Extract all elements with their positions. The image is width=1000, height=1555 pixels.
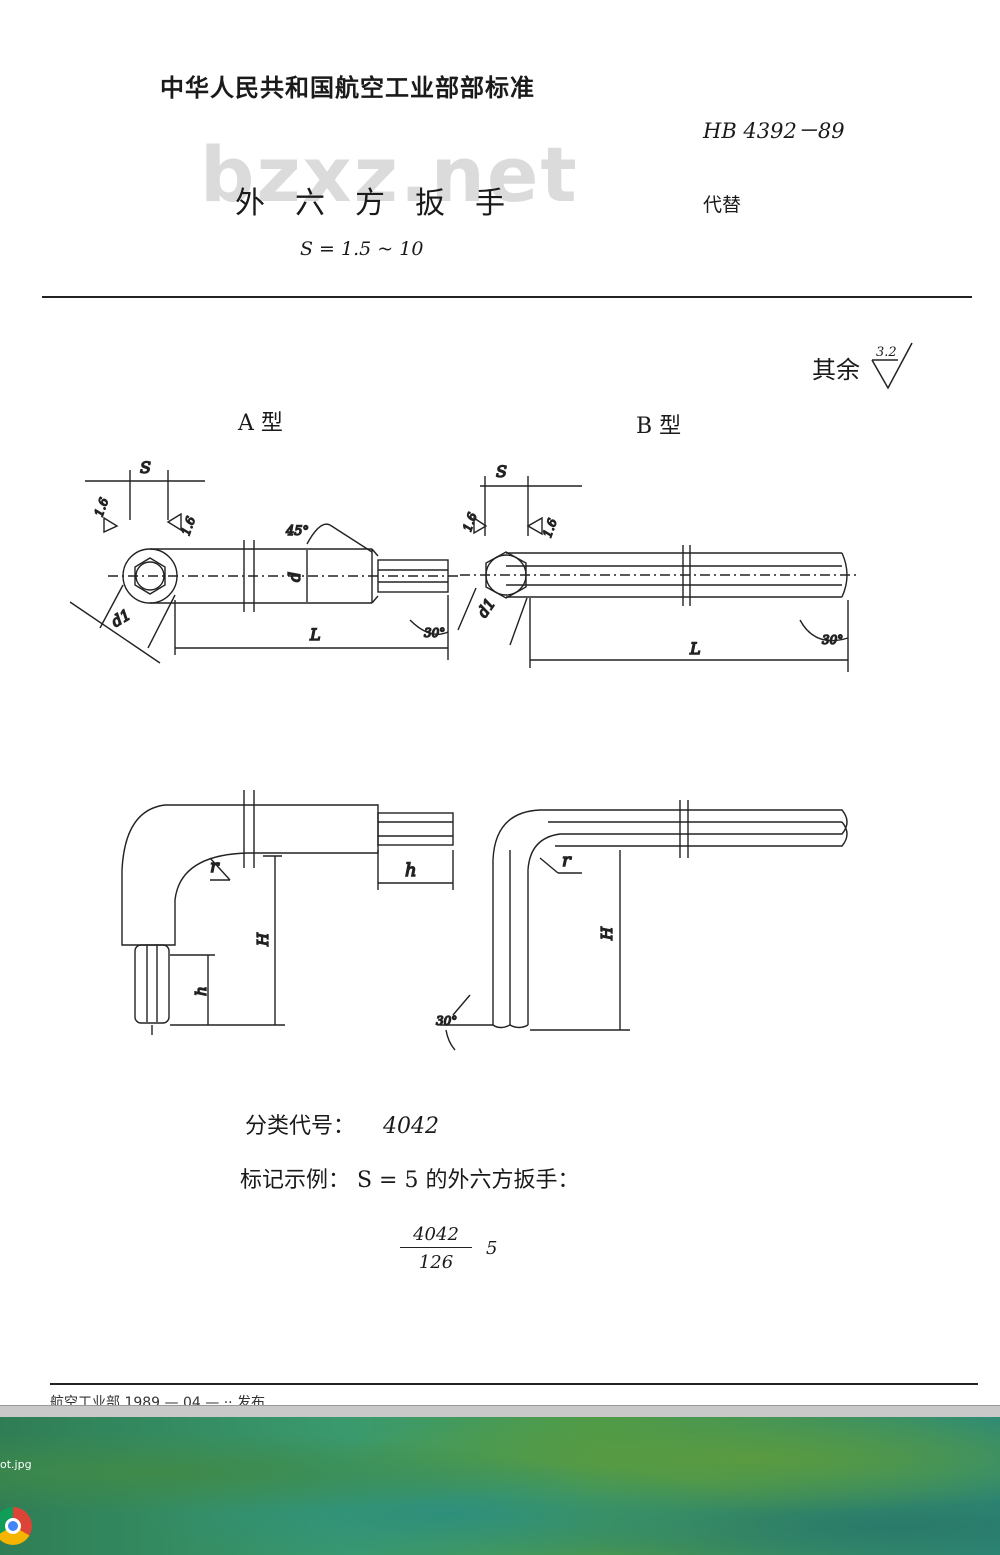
- type-a-top-view: [69, 470, 460, 664]
- type-a-side-view: [121, 790, 454, 1035]
- d1-label-b: d1: [474, 595, 500, 621]
- angle-30-label-a: 30°: [424, 626, 445, 640]
- height-label-b: H: [598, 926, 616, 941]
- marking-fraction: 4042 126: [400, 1224, 472, 1273]
- h-label-a-top: h: [405, 860, 417, 881]
- roughness-label-b2: 1.6: [540, 516, 560, 539]
- desktop-wallpaper: [0, 1417, 1000, 1555]
- s-label-b: S: [496, 462, 507, 481]
- d1-label-a: d1: [108, 606, 134, 631]
- type-b-top-view: [457, 476, 860, 672]
- chrome-icon[interactable]: [0, 1507, 32, 1545]
- document-title: 外六方扳手: [235, 186, 535, 221]
- roughness-symbol: [871, 342, 913, 390]
- surface-rest-label: 其余: [812, 356, 860, 384]
- issuing-organization: 中华人民共和国航空工业部部标准: [160, 74, 535, 102]
- roughness-label-a1: 1.6: [92, 496, 112, 519]
- angle-45-label: 45°: [285, 524, 309, 539]
- l-label-a: L: [309, 625, 321, 644]
- r-label-b: r: [562, 850, 572, 871]
- standard-code: HB 4392－89: [703, 119, 845, 143]
- roughness-label-b1: 1.6: [460, 510, 480, 533]
- marking-example: 标记示例： S = 5 的外六方扳手：: [240, 1168, 580, 1193]
- watermark: bzxz.net: [200, 130, 579, 219]
- marking-denominator: 126: [418, 1252, 454, 1273]
- size-range: S = 1.5 ~ 10: [300, 238, 424, 260]
- technical-drawing: S S 1.6 1.6 1.6 1.6 45° d d1 d1 L L 30° …: [69, 457, 860, 1051]
- classification-value: 4042: [383, 1114, 440, 1139]
- angle-30-label-c: 30°: [436, 1014, 457, 1028]
- surface-rest-value: 3.2: [876, 345, 897, 360]
- window-bottom-strip: [0, 1405, 1000, 1418]
- header-rule: [42, 296, 972, 298]
- h-label-a-side: h: [192, 986, 210, 996]
- classification-row: 分类代号： 4042: [245, 1108, 439, 1140]
- classification-label: 分类代号：: [245, 1114, 356, 1139]
- type-a-label: A 型: [238, 411, 283, 436]
- s-label-a: S: [140, 458, 151, 477]
- height-label-a: H: [254, 932, 272, 947]
- d-label: d: [285, 572, 304, 582]
- l-label-b: L: [689, 639, 701, 658]
- angle-30-label-b: 30°: [822, 633, 843, 647]
- r-label-a: r: [210, 856, 220, 877]
- type-b-side-view: [440, 800, 848, 1051]
- replaces-label: 代替: [703, 194, 742, 216]
- type-b-label: B 型: [636, 414, 682, 439]
- marking-suffix: 5: [486, 1238, 498, 1259]
- footer-rule: [50, 1383, 978, 1385]
- marking-numerator: 4042: [400, 1224, 472, 1248]
- desktop-file-label[interactable]: ot.jpg: [0, 1458, 32, 1471]
- standard-document-page: bzxz.net 中华人民共和国航空工业部部标准 HB 4392－89 外六方扳…: [42, 74, 978, 1411]
